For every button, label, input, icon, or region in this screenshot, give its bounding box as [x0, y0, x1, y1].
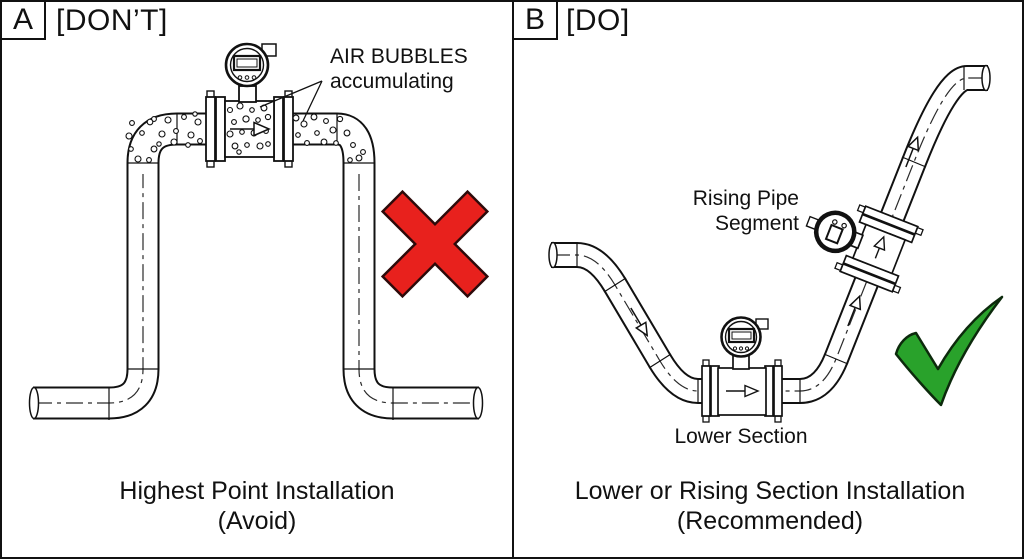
air-bubble: [187, 131, 195, 139]
air-bubble: [170, 138, 178, 146]
flange: [839, 262, 897, 293]
air-bubble: [255, 117, 261, 123]
panel-b-tag: B: [514, 2, 558, 40]
air-bubbles-label-line2: accumulating: [330, 70, 454, 93]
air-bubble: [139, 130, 145, 136]
uphill-flow-arrow: [905, 135, 920, 168]
air-bubble: [146, 157, 152, 163]
rising-pipe-label-line2: Segment: [714, 212, 799, 235]
air-bubble: [264, 113, 272, 121]
air-bubble: [350, 142, 356, 148]
air-bubble: [194, 118, 202, 126]
panel-b-caption-line1: Lower or Rising Section Installation: [574, 477, 966, 505]
air-bubble: [231, 119, 237, 125]
panel-a-letter: A: [12, 3, 33, 36]
air-bubbles-label-line1: AIR BUBBLES: [330, 45, 468, 68]
flowmeter-b-rising: [805, 204, 924, 294]
flange: [701, 365, 711, 417]
panel-b-pipe-run: [548, 64, 991, 404]
air-bubble: [226, 106, 234, 114]
air-bubble: [192, 111, 198, 117]
pipe-end-opening: [28, 386, 40, 420]
lcd-display: [727, 327, 756, 344]
rising-pipe-label-line1: Rising Pipe: [692, 187, 799, 210]
air-bubble: [323, 118, 329, 124]
panel-b-mode-label: [DO]: [566, 4, 630, 37]
transmitter-neck: [238, 85, 257, 103]
red-x-mark: [380, 189, 490, 299]
panel-b-letter: B: [524, 3, 545, 36]
flange: [773, 365, 783, 417]
air-bubble: [236, 102, 244, 110]
flowmeter-b-lower: [701, 316, 783, 423]
flow-direction-arrow: [253, 121, 271, 137]
pipe-end-opening: [472, 386, 484, 420]
flange: [273, 96, 284, 162]
flange: [215, 96, 226, 162]
panel-b-caption-line2: (Recommended): [676, 507, 864, 535]
panel-a-caption-line1: Highest Point Installation: [119, 477, 395, 505]
air-bubble: [125, 132, 133, 140]
flow-direction-arrow: [744, 384, 760, 398]
downhill-flow-arrow: [630, 307, 649, 338]
air-bubble: [173, 128, 179, 134]
air-bubbles-label: AIR BUBBLES accumulating: [330, 44, 468, 94]
uphill-flow-arrow: [847, 294, 862, 327]
air-bubble: [129, 120, 135, 126]
green-check-mark: [894, 295, 1004, 407]
air-bubble: [333, 140, 339, 146]
air-bubble: [343, 129, 351, 137]
air-bubble: [244, 142, 250, 148]
air-bubble: [304, 140, 310, 146]
air-bubble: [336, 115, 344, 123]
air-bubble: [156, 141, 162, 147]
air-bubble: [314, 130, 320, 136]
air-bubble: [320, 138, 328, 146]
air-bubble: [128, 146, 134, 152]
lower-section-label: Lower Section: [674, 425, 808, 448]
pipe-end-opening: [548, 241, 558, 269]
air-bubble: [295, 132, 301, 138]
panel-a-tag: A: [2, 2, 46, 40]
air-bubble: [197, 138, 203, 144]
air-bubble: [360, 149, 366, 155]
air-bubble: [347, 157, 353, 163]
panel-a-caption: Highest Point Installation (Avoid): [3, 476, 511, 536]
air-bubble: [150, 145, 158, 153]
rising-pipe-label: Rising Pipe Segment: [642, 186, 799, 236]
air-bubble: [265, 141, 271, 147]
flow-direction-arrow: [872, 235, 886, 252]
air-bubble: [256, 142, 264, 150]
air-bubble: [329, 126, 337, 134]
lcd-display: [824, 223, 844, 245]
air-bubble: [181, 114, 187, 120]
air-bubble: [231, 142, 239, 150]
panel-b-caption: Lower or Rising Section Installation (Re…: [516, 476, 1022, 536]
air-bubble: [236, 149, 242, 155]
air-bubble: [249, 107, 255, 113]
panel-divider: [512, 2, 514, 557]
flange: [283, 96, 294, 162]
pipe-end-opening: [981, 64, 991, 92]
flowmeter-a-transmitter: [224, 42, 277, 137]
air-bubbles-leader-lines: [259, 80, 323, 122]
air-bubble: [310, 113, 318, 121]
flange: [205, 96, 216, 162]
air-bubble: [292, 114, 300, 122]
air-bubble: [146, 118, 154, 126]
air-bubble: [158, 130, 166, 138]
air-bubble: [185, 142, 191, 148]
air-bubble: [300, 120, 308, 128]
panel-a-mode-label: [DON’T]: [56, 4, 168, 37]
air-bubble: [239, 129, 245, 135]
air-bubble: [164, 116, 172, 124]
flange: [861, 205, 919, 236]
air-bubble: [226, 130, 234, 138]
lcd-display: [232, 54, 262, 72]
air-bubble: [134, 155, 142, 163]
air-bubble: [242, 115, 250, 123]
panel-a-caption-line2: (Avoid): [217, 507, 297, 535]
air-bubble: [355, 154, 363, 162]
